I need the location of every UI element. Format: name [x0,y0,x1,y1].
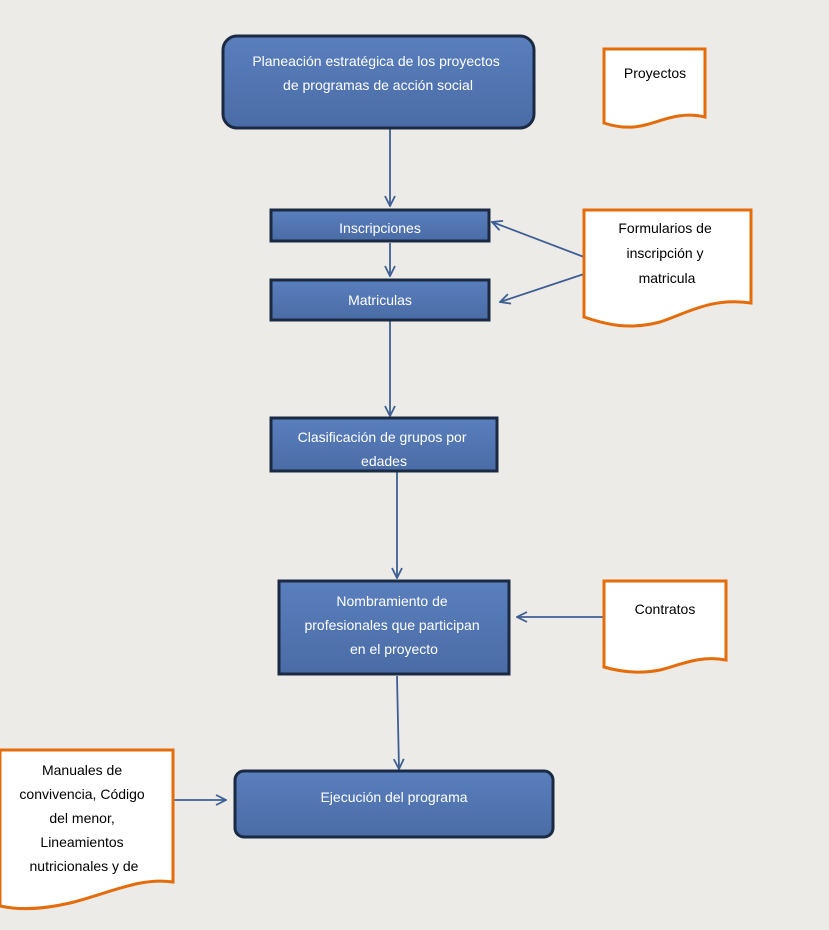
document-manuales-shape [0,748,175,911]
document-manuales-label: Manuales de convivencia, Código del meno… [19,762,148,874]
document-formularios[interactable]: Formularios de inscripción y matricula [582,208,753,328]
process-ejecucion-label: Ejecución del programa [320,789,467,805]
process-planeacion[interactable]: Planeación estratégica de los proyectos … [221,34,536,130]
process-ejecucion-box [233,769,555,839]
process-inscripciones-box [269,208,491,243]
process-nombramiento-label: Nombramiento de profesionales que partic… [304,593,483,657]
process-matriculas-box [269,278,491,322]
process-planeacion-label: Planeación estratégica de los proyectos … [252,53,503,93]
arrow-nombramiento-to-ejecucion [397,675,399,769]
process-nombramiento[interactable]: Nombramiento de profesionales que partic… [277,579,511,676]
arrow-formularios-to-inscripciones [492,222,585,258]
process-inscripciones-label: Inscripciones [339,220,421,236]
process-planeacion-box [221,34,536,130]
process-inscripciones[interactable]: Inscripciones [269,208,491,243]
process-clasificacion-box [269,416,499,473]
connectors [173,129,604,800]
process-nombramiento-box [277,579,511,676]
document-manuales[interactable]: Manuales de convivencia, Código del meno… [0,748,175,911]
document-contratos-label: Contratos [635,601,696,617]
process-ejecucion[interactable]: Ejecución del programa [233,769,555,839]
document-proyectos-shape [602,47,707,129]
document-contratos[interactable]: Contratos [602,579,728,674]
document-contratos-shape [602,579,728,674]
document-formularios-shape [582,208,753,328]
process-clasificacion[interactable]: Clasificación de grupos por edades [269,416,499,473]
arrow-formularios-to-matriculas [500,273,585,302]
process-clasificacion-label: Clasificación de grupos por edades [298,429,471,469]
document-proyectos-label: Proyectos [624,65,686,81]
document-formularios-label: Formularios de inscripción y matricula [618,220,715,286]
process-matriculas[interactable]: Matriculas [269,278,491,322]
document-proyectos[interactable]: Proyectos [602,47,707,129]
process-matriculas-label: Matriculas [348,292,412,308]
